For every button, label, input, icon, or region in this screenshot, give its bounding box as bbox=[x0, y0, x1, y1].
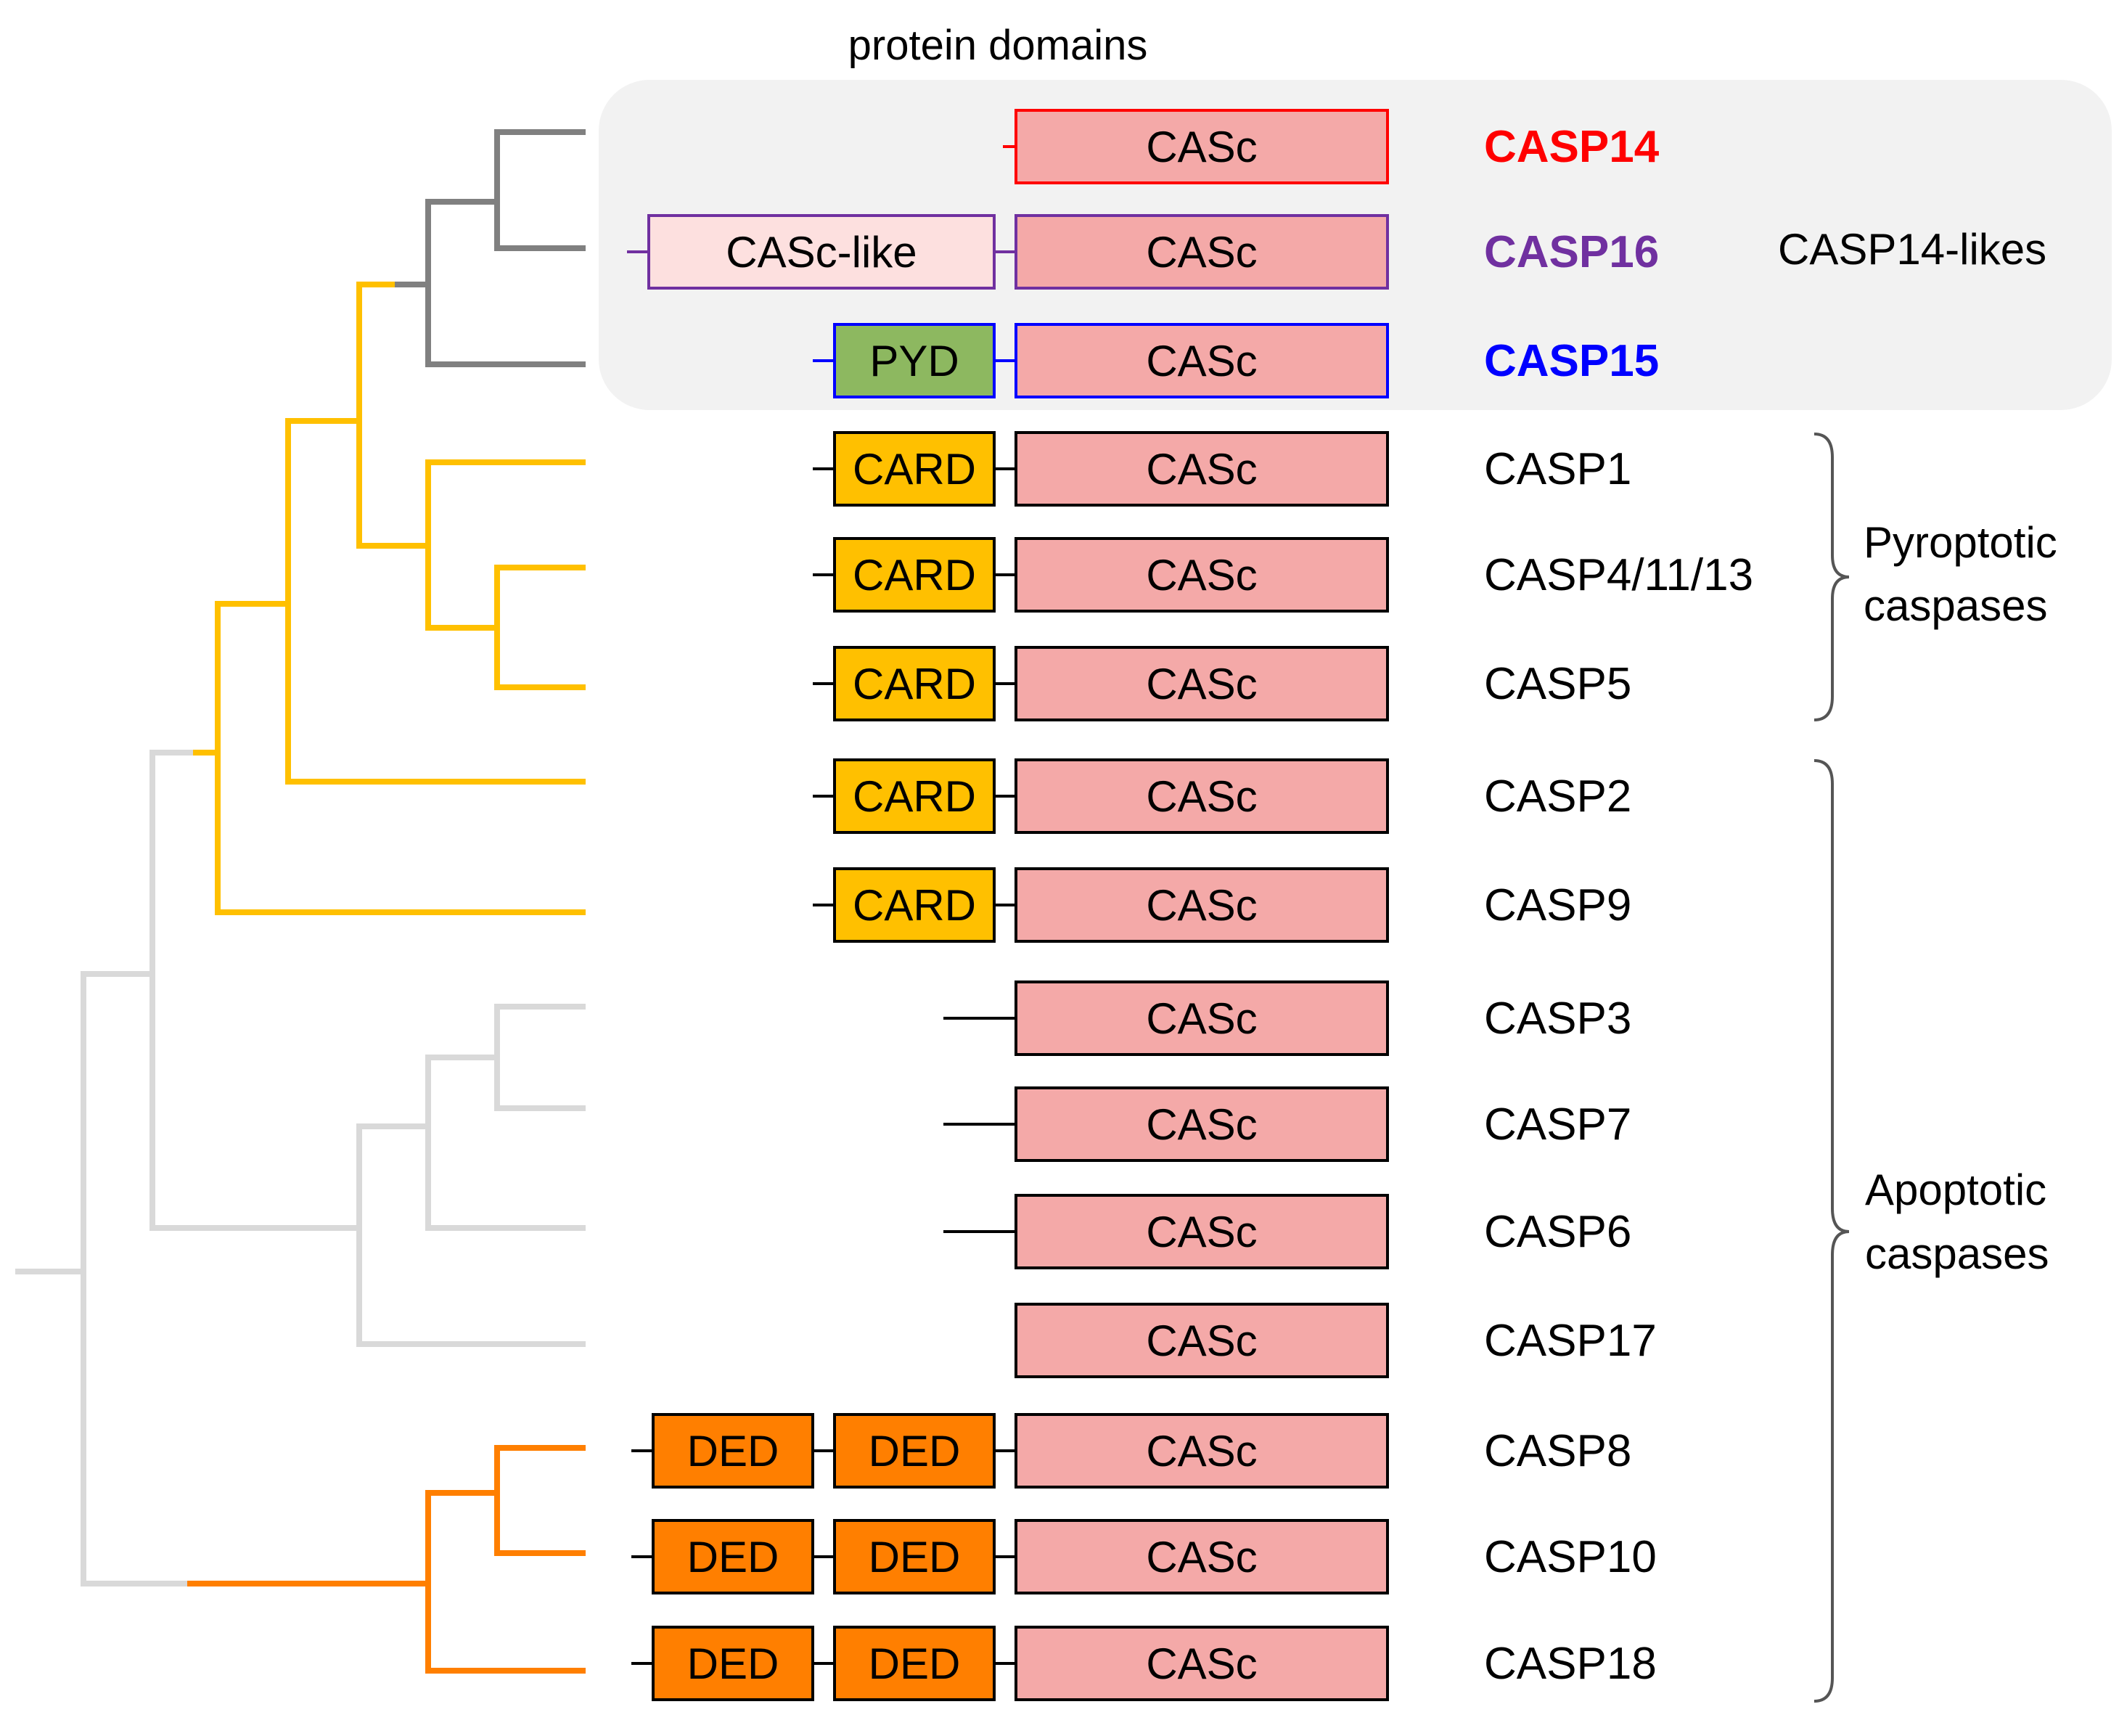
casc-domain-label: CASc bbox=[1146, 994, 1257, 1043]
casc-domain-box bbox=[1015, 323, 1389, 398]
casc-domain-box bbox=[1015, 758, 1389, 834]
card-domain-label: CARD bbox=[853, 881, 976, 930]
card-domain-box bbox=[833, 758, 996, 834]
ded-domain-label: DED bbox=[869, 1533, 961, 1581]
casc-domain-label: CASc bbox=[1146, 1533, 1257, 1581]
protein-row: CASc CASP6 bbox=[943, 1194, 1631, 1269]
group-labels: CASP14-likes Pyroptotic caspases Apoptot… bbox=[1778, 225, 2057, 1703]
group-label-apoptotic-2: caspases bbox=[1865, 1229, 2049, 1278]
ded-domain-label: DED bbox=[687, 1533, 779, 1581]
protein-name: CASP14 bbox=[1484, 122, 1660, 172]
protein-name: CASP15 bbox=[1484, 336, 1659, 386]
casc-domain-box bbox=[1015, 1519, 1389, 1594]
apoptotic-brace bbox=[1813, 759, 1850, 1703]
casc-domain-label: CASc bbox=[1146, 123, 1257, 171]
protein-row: CASc CASP14 bbox=[1003, 109, 1660, 184]
protein-name: CASP17 bbox=[1484, 1316, 1657, 1366]
card-domain-box bbox=[833, 867, 996, 943]
protein-row: CASc CASP17 bbox=[1015, 1303, 1657, 1378]
casc-domain-label: CASc bbox=[1146, 772, 1257, 821]
protein-name: CASP10 bbox=[1484, 1532, 1657, 1582]
casc-domain-box bbox=[1015, 214, 1389, 290]
casc-domain-label: CASc bbox=[1146, 1100, 1257, 1149]
card-domain-label: CARD bbox=[853, 445, 976, 494]
card-domain-box bbox=[833, 646, 996, 721]
casc-domain-box bbox=[1015, 1194, 1389, 1269]
casc-domain-label: CASc bbox=[1146, 881, 1257, 930]
casc-domain-box bbox=[1015, 537, 1389, 613]
group-label-pyroptotic-2: caspases bbox=[1864, 581, 2047, 630]
protein-row: CARD CASc CASP2 bbox=[813, 758, 1631, 834]
ded-domain-box bbox=[833, 1626, 996, 1701]
protein-row: DED DED CASc CASP18 bbox=[631, 1626, 1657, 1701]
protein-row: DED DED CASc CASP10 bbox=[631, 1519, 1657, 1594]
protein-row: DED DED CASc CASP8 bbox=[631, 1413, 1631, 1489]
casc-domain-box bbox=[1015, 431, 1389, 507]
diagram-title: protein domains bbox=[848, 22, 1148, 69]
casc-domain-box bbox=[1015, 1086, 1389, 1162]
protein-row: CARD CASc CASP5 bbox=[813, 646, 1631, 721]
protein-row: CARD CASc CASP1 bbox=[813, 431, 1631, 507]
ded-domain-label: DED bbox=[869, 1639, 961, 1688]
casc-domain-box bbox=[1015, 109, 1389, 184]
ded-domain-label: DED bbox=[687, 1639, 779, 1688]
ded-domain-label: DED bbox=[687, 1427, 779, 1475]
protein-name: CASP7 bbox=[1484, 1100, 1631, 1150]
ded-domain-box bbox=[652, 1519, 814, 1594]
pyd-domain-box bbox=[833, 323, 996, 398]
card-domain-box bbox=[833, 537, 996, 613]
card-domain-label: CARD bbox=[853, 551, 976, 599]
protein-name: CASP8 bbox=[1484, 1426, 1631, 1476]
protein-row: CASc CASP3 bbox=[943, 980, 1631, 1056]
card-domain-label: CARD bbox=[853, 660, 976, 708]
pyroptotic-brace bbox=[1813, 433, 1850, 721]
casc-domain-label: CASc bbox=[1146, 228, 1257, 277]
protein-row: PYD CASc CASP15 bbox=[813, 323, 1659, 398]
casc-domain-box bbox=[1015, 1626, 1389, 1701]
pyd-domain-label: PYD bbox=[869, 337, 959, 385]
ded-domain-box bbox=[833, 1413, 996, 1489]
protein-row: CASc CASP7 bbox=[943, 1086, 1631, 1162]
group-label-apoptotic-1: Apoptotic bbox=[1865, 1166, 2046, 1214]
protein-name: CASP18 bbox=[1484, 1639, 1657, 1689]
casc-domain-box bbox=[1015, 1413, 1389, 1489]
casc-domain-label: CASc bbox=[1146, 1427, 1257, 1475]
card-domain-box bbox=[833, 431, 996, 507]
protein-name: CASP1 bbox=[1484, 444, 1631, 494]
casc-like-domain-box bbox=[647, 214, 996, 290]
ded-domain-box bbox=[652, 1626, 814, 1701]
casc-domain-label: CASc bbox=[1146, 1639, 1257, 1688]
casc-domain-label: CASc bbox=[1146, 445, 1257, 494]
casc-domain-box bbox=[1015, 867, 1389, 943]
ded-domain-box bbox=[652, 1413, 814, 1489]
casc-like-domain-label: CASc-like bbox=[726, 228, 917, 277]
protein-row: CARD CASc CASP9 bbox=[813, 867, 1631, 943]
casc-domain-label: CASc bbox=[1146, 1317, 1257, 1365]
group-label-pyroptotic-1: Pyroptotic bbox=[1864, 518, 2057, 567]
protein-row: CASc-like CASc CASP16 bbox=[627, 214, 1659, 290]
group-label-casp14-likes: CASP14-likes bbox=[1778, 225, 2046, 274]
casc-domain-box bbox=[1015, 646, 1389, 721]
protein-name: CASP6 bbox=[1484, 1207, 1631, 1257]
protein-name: CASP16 bbox=[1484, 227, 1659, 277]
ded-domain-box bbox=[833, 1519, 996, 1594]
protein-row: CARD CASc CASP4/11/13 bbox=[813, 537, 1753, 613]
protein-name: CASP9 bbox=[1484, 880, 1631, 930]
casc-domain-box bbox=[1015, 1303, 1389, 1378]
phylogenetic-tree bbox=[15, 129, 586, 1674]
casc-domain-label: CASc bbox=[1146, 660, 1257, 708]
casc-domain-label: CASc bbox=[1146, 551, 1257, 599]
ded-domain-label: DED bbox=[869, 1427, 961, 1475]
casc-domain-label: CASc bbox=[1146, 337, 1257, 385]
protein-name: CASP3 bbox=[1484, 994, 1631, 1044]
casc-domain-box bbox=[1015, 980, 1389, 1056]
protein-name: CASP4/11/13 bbox=[1484, 550, 1753, 600]
protein-name: CASP5 bbox=[1484, 659, 1631, 709]
protein-name: CASP2 bbox=[1484, 771, 1631, 822]
casc-domain-label: CASc bbox=[1146, 1208, 1257, 1256]
card-domain-label: CARD bbox=[853, 772, 976, 821]
